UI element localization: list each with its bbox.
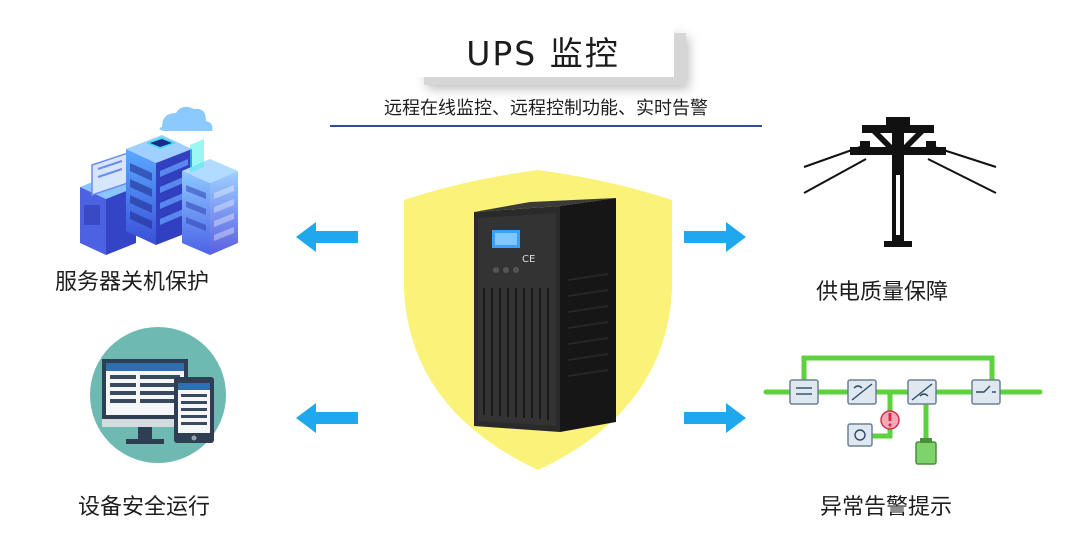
label-power-quality: 供电质量保障 [816, 280, 949, 305]
label-server-shutdown: 服务器关机保护 [55, 270, 210, 295]
arrow-right-top-icon [684, 222, 746, 252]
label-safe-operation: 设备安全运行 [78, 495, 211, 520]
ups-circuit-diagram-icon [763, 355, 1043, 465]
arrow-left-top-icon [296, 222, 358, 252]
shield-ups-icon: CE [404, 170, 672, 470]
power-pole-icon [803, 117, 997, 247]
computer-monitor-icon [90, 327, 226, 463]
ups-brand-mark: CE [522, 254, 535, 265]
arrow-left-bottom-icon [296, 403, 358, 433]
page-subtitle: 远程在线监控、远程控制功能、实时告警 [384, 98, 708, 119]
subtitle-underline [330, 125, 762, 127]
page-title: UPS 监控 [466, 34, 620, 73]
server-rack-icon [80, 106, 238, 255]
label-alarm-notice: 异常告警提示 [820, 495, 953, 520]
arrow-right-bottom-icon [684, 403, 746, 433]
title-box: UPS 监控 [412, 25, 674, 77]
